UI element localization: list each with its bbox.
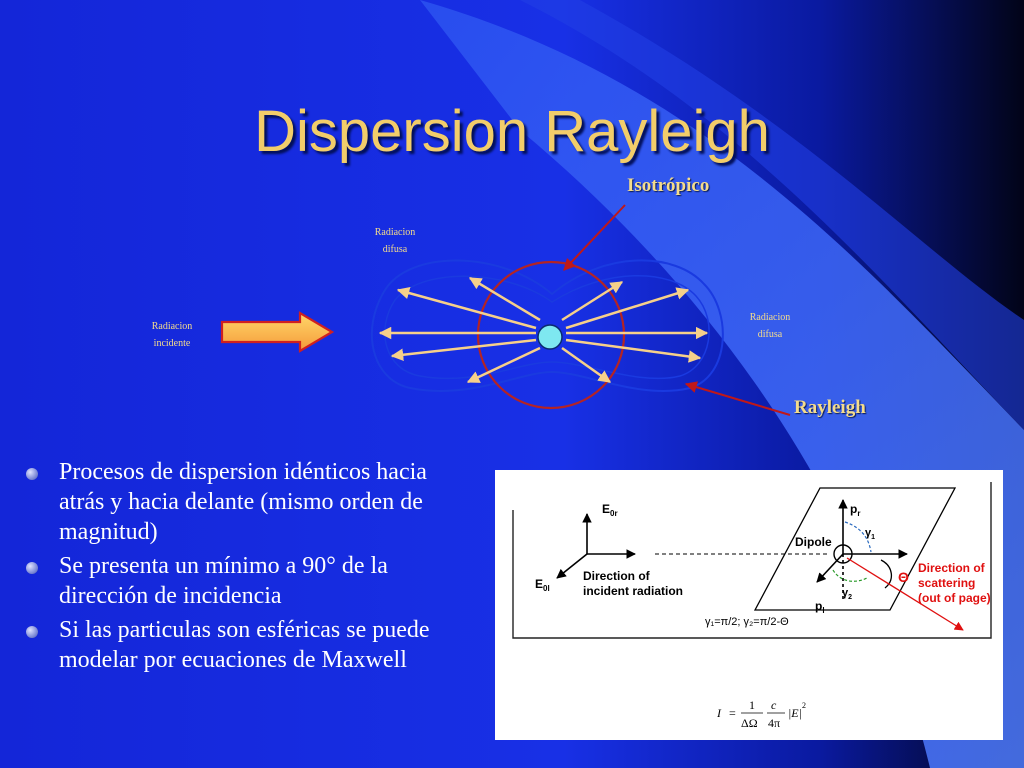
slide-title: Dispersion Rayleigh: [254, 99, 770, 164]
pl-label: pl: [815, 599, 825, 615]
formula-denominator-4pi: 4π: [768, 716, 780, 730]
scattered-arrows: [378, 276, 709, 384]
e0l-label: E0l: [535, 577, 550, 593]
rayleigh-lobe-outer: [370, 259, 724, 392]
diffuse-top-line2: difusa: [382, 244, 408, 255]
theta-label: Θ: [898, 569, 909, 585]
scatter-arrow: [390, 338, 537, 361]
diffuse-right-line1: Radiacion: [749, 312, 791, 323]
scatter-arrow: [565, 338, 702, 363]
formula-e-magnitude: |E|: [788, 706, 802, 720]
diffuse-radiation-right-label: Radiacion difusa: [735, 309, 805, 343]
incident-radiation-label: Radiacion incidente: [137, 318, 207, 352]
rayleigh-pointer: [684, 381, 791, 416]
formula-denominator-domega: ΔΩ: [741, 716, 758, 730]
gamma-equation: γ₁=π/2; γ₂=π/2-Θ: [705, 616, 789, 628]
bullet-text: Si las particulas son esféricas se puede…: [59, 617, 430, 673]
gamma1-label: γ1: [865, 527, 875, 541]
scattering-direction-arrow: [846, 557, 964, 631]
isotropic-circle: [476, 260, 626, 410]
bullet-dot-icon: [26, 562, 38, 574]
incident-direction-line2: incident radiation: [583, 584, 683, 598]
bullet-dot-icon: [26, 626, 38, 638]
dipole-label: Dipole: [795, 535, 832, 549]
formula-numerator-c: c: [771, 698, 777, 712]
pr-label: pr: [850, 502, 860, 518]
theta-arc: [880, 559, 892, 589]
incident-direction-line1: Direction of: [583, 569, 651, 583]
bullet-text: Procesos de dispersion idénticos hacia a…: [59, 459, 427, 545]
formula-equals: =: [729, 706, 736, 720]
formula-i: I: [716, 706, 722, 720]
scatter-arrow: [561, 280, 624, 322]
scatter-arrow: [468, 276, 541, 322]
diffuse-right-line2: difusa: [757, 329, 783, 340]
incident-line1: Radiacion: [151, 321, 193, 332]
scatter-arrow: [561, 346, 612, 384]
rayleigh-label: Rayleigh: [794, 397, 866, 418]
bullet-dot-icon: [26, 468, 38, 480]
scatter-direction-line2: scattering: [918, 576, 975, 590]
figure-frame: [512, 482, 992, 639]
bullet-list: Procesos de dispersion idénticos hacia a…: [20, 457, 465, 679]
bullet-item: Procesos de dispersion idénticos hacia a…: [20, 457, 465, 547]
dipole-particle: [537, 324, 563, 350]
scattering-plane: [753, 487, 957, 611]
scatter-arrow: [466, 346, 541, 384]
bullet-text: Se presenta un mínimo a 90° de la direcc…: [59, 553, 388, 609]
incident-axes: [556, 513, 636, 579]
diffuse-radiation-top-label: Radiacion difusa: [360, 224, 430, 258]
formula-exponent: 2: [802, 701, 806, 710]
incident-line2: incidente: [153, 338, 191, 349]
intensity-formula: I = 1 ΔΩ c 4π |E| 2: [716, 698, 806, 730]
scatter-direction-line3: (out of page): [918, 591, 991, 605]
incident-arrow: [220, 311, 335, 353]
formula-numerator-1: 1: [749, 698, 755, 712]
scatter-direction-line1: Direction of: [918, 561, 986, 575]
bullet-item: Si las particulas son esféricas se puede…: [20, 615, 465, 675]
scatter-arrow: [565, 287, 690, 330]
gamma2-label: γ2: [842, 587, 852, 601]
e0r-label: E0r: [602, 502, 618, 518]
diffuse-top-line1: Radiacion: [374, 227, 416, 238]
gamma2-arc: [832, 569, 868, 582]
isotropic-label: Isotrópico: [627, 175, 710, 196]
dipole-axes: [816, 499, 908, 600]
isotropic-pointer: [563, 204, 626, 271]
scatter-arrow: [396, 286, 537, 330]
dipole-figure: E0r E0l Direction of incident radiation …: [495, 470, 1003, 740]
bullet-item: Se presenta un mínimo a 90° de la direcc…: [20, 551, 465, 611]
